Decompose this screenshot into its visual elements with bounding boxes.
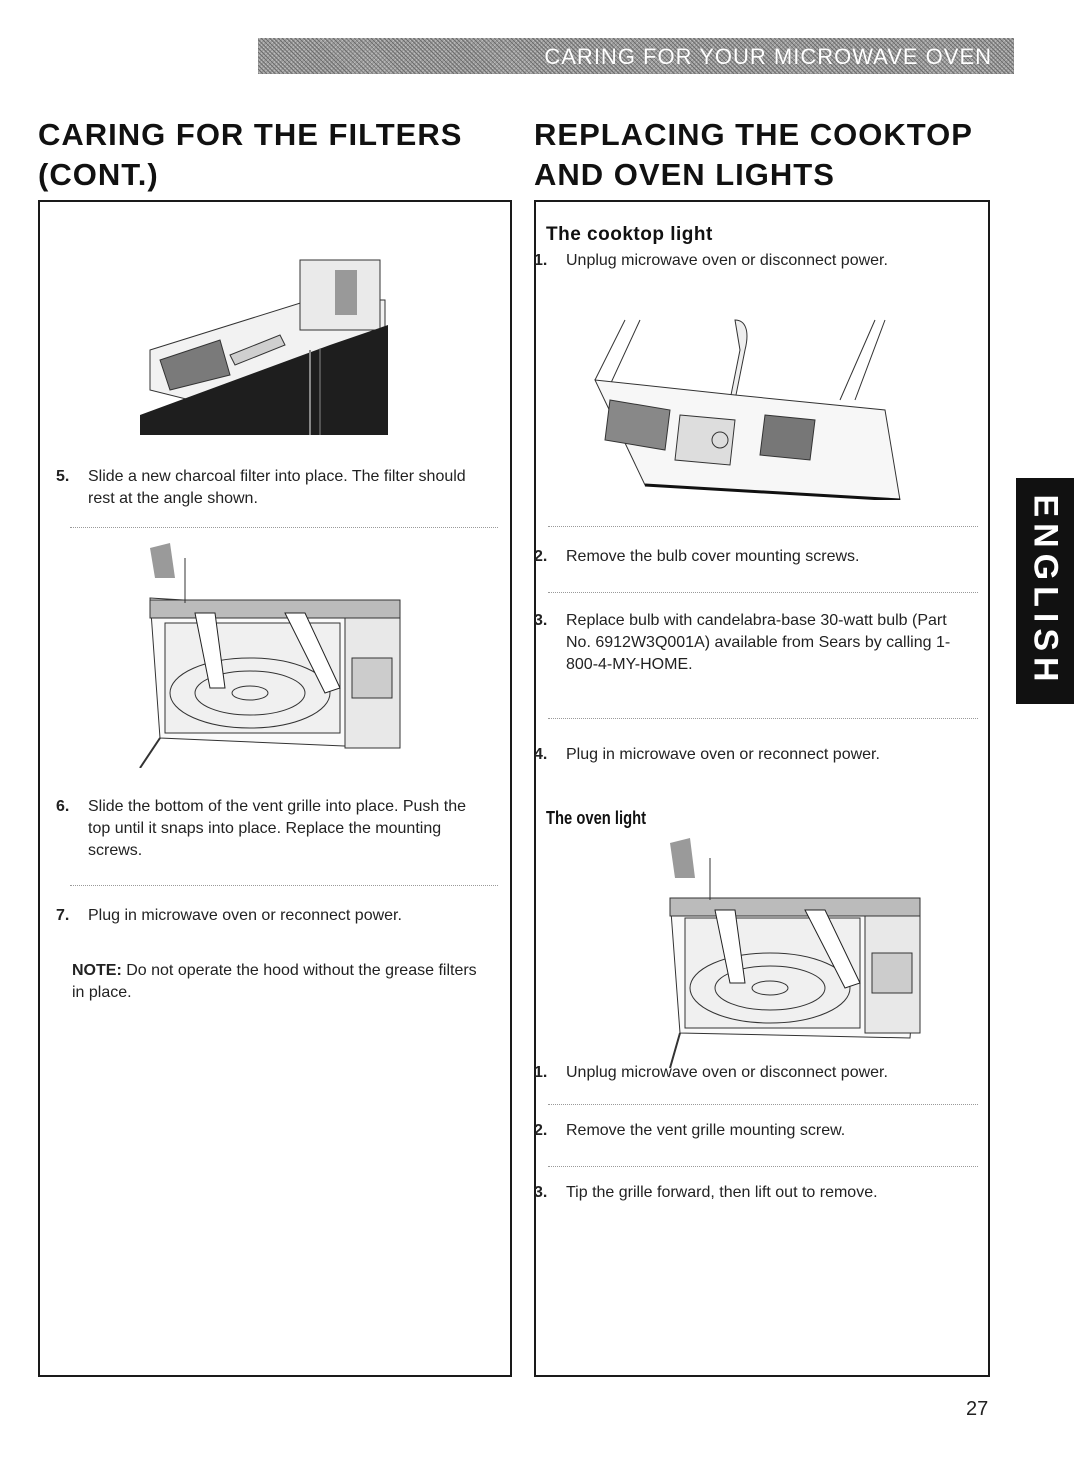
section-banner: Caring for your microwave oven [258, 38, 1014, 74]
step-text: Remove the bulb cover mounting screws. [566, 548, 860, 565]
step-text: Plug in microwave oven or reconnect powe… [566, 746, 880, 763]
oven-step-1: 1. Unplug microwave oven or disconnect po… [534, 1062, 970, 1084]
vent-grille-illustration [139, 543, 401, 768]
charcoal-filter-illustration [140, 259, 388, 435]
oven-step-3: 3. Tip the grille forward, then lift out … [534, 1182, 970, 1204]
language-tab: ENGLISH [1016, 478, 1074, 704]
filters-panel [38, 200, 512, 1377]
step-number: 3. [534, 612, 548, 629]
step-number: 1. [534, 1064, 548, 1081]
cooktop-step-4: 4. Plug in microwave oven or reconnect po… [534, 744, 970, 766]
right-heading-line1: REPLACING THE COOKTOP [534, 117, 973, 152]
cooktop-step-3: 3. Replace bulb with candelabra-base 30-w… [534, 610, 970, 676]
cooktop-light-illustration [594, 319, 901, 500]
divider [70, 885, 498, 886]
lights-panel [534, 200, 990, 1377]
step-number: 3. [534, 1184, 548, 1201]
note-text: Do not operate the hood without the grea… [72, 962, 477, 1001]
step-number: 2. [534, 548, 548, 565]
step-text: Unplug microwave oven or disconnect powe… [566, 252, 888, 269]
divider [548, 718, 978, 719]
divider [70, 527, 498, 528]
oven-light-title: The oven light [546, 808, 647, 828]
cooktop-step-1: 1. Unplug microwave oven or disconnect po… [534, 250, 970, 272]
step-text: Slide a new charcoal filter into place. … [88, 468, 466, 507]
step-text: Remove the vent grille mounting screw. [566, 1122, 846, 1139]
right-heading-line2: AND OVEN LIGHTS [534, 157, 835, 192]
step-number: 6. [56, 798, 70, 815]
divider [548, 592, 978, 593]
step-text: Plug in microwave oven or reconnect powe… [88, 907, 402, 924]
cooktop-step-2: 2. Remove the bulb cover mounting screws. [534, 546, 970, 568]
step-number: 2. [534, 1122, 548, 1139]
cooktop-light-title: The cooktop light [546, 224, 713, 245]
note-label: NOTE: [72, 962, 122, 979]
page-number: 27 [966, 1398, 989, 1420]
oven-light-illustration [669, 838, 921, 1068]
filters-step-5: 5. Slide a new charcoal filter into place… [56, 466, 492, 510]
step-text: Unplug microwave oven or disconnect powe… [566, 1064, 888, 1081]
divider [548, 1104, 978, 1105]
step-number: 4. [534, 746, 548, 763]
filters-step-7: 7. Plug in microwave oven or reconnect po… [56, 905, 492, 927]
language-tab-label: ENGLISH [1026, 494, 1065, 688]
step-number: 7. [56, 907, 70, 924]
filters-step-6: 6. Slide the bottom of the vent grille in… [56, 796, 492, 862]
step-number: 1. [534, 252, 548, 269]
divider [548, 1166, 978, 1167]
step-text: Tip the grille forward, then lift out to… [566, 1184, 878, 1201]
step-text: Replace bulb with candelabra-base 30-wat… [566, 612, 951, 673]
banner-title: Caring for your microwave oven [544, 44, 992, 69]
step-text: Slide the bottom of the vent grille into… [88, 798, 467, 859]
oven-step-2: 2. Remove the vent grille mounting screw. [534, 1120, 970, 1142]
left-heading-line2: (CONT.) [38, 157, 159, 192]
filters-note: NOTE: Do not operate the hood without th… [72, 960, 482, 1004]
divider [548, 526, 978, 527]
left-heading-line1: CARING FOR THE FILTERS [38, 117, 463, 152]
step-number: 5. [56, 468, 70, 485]
